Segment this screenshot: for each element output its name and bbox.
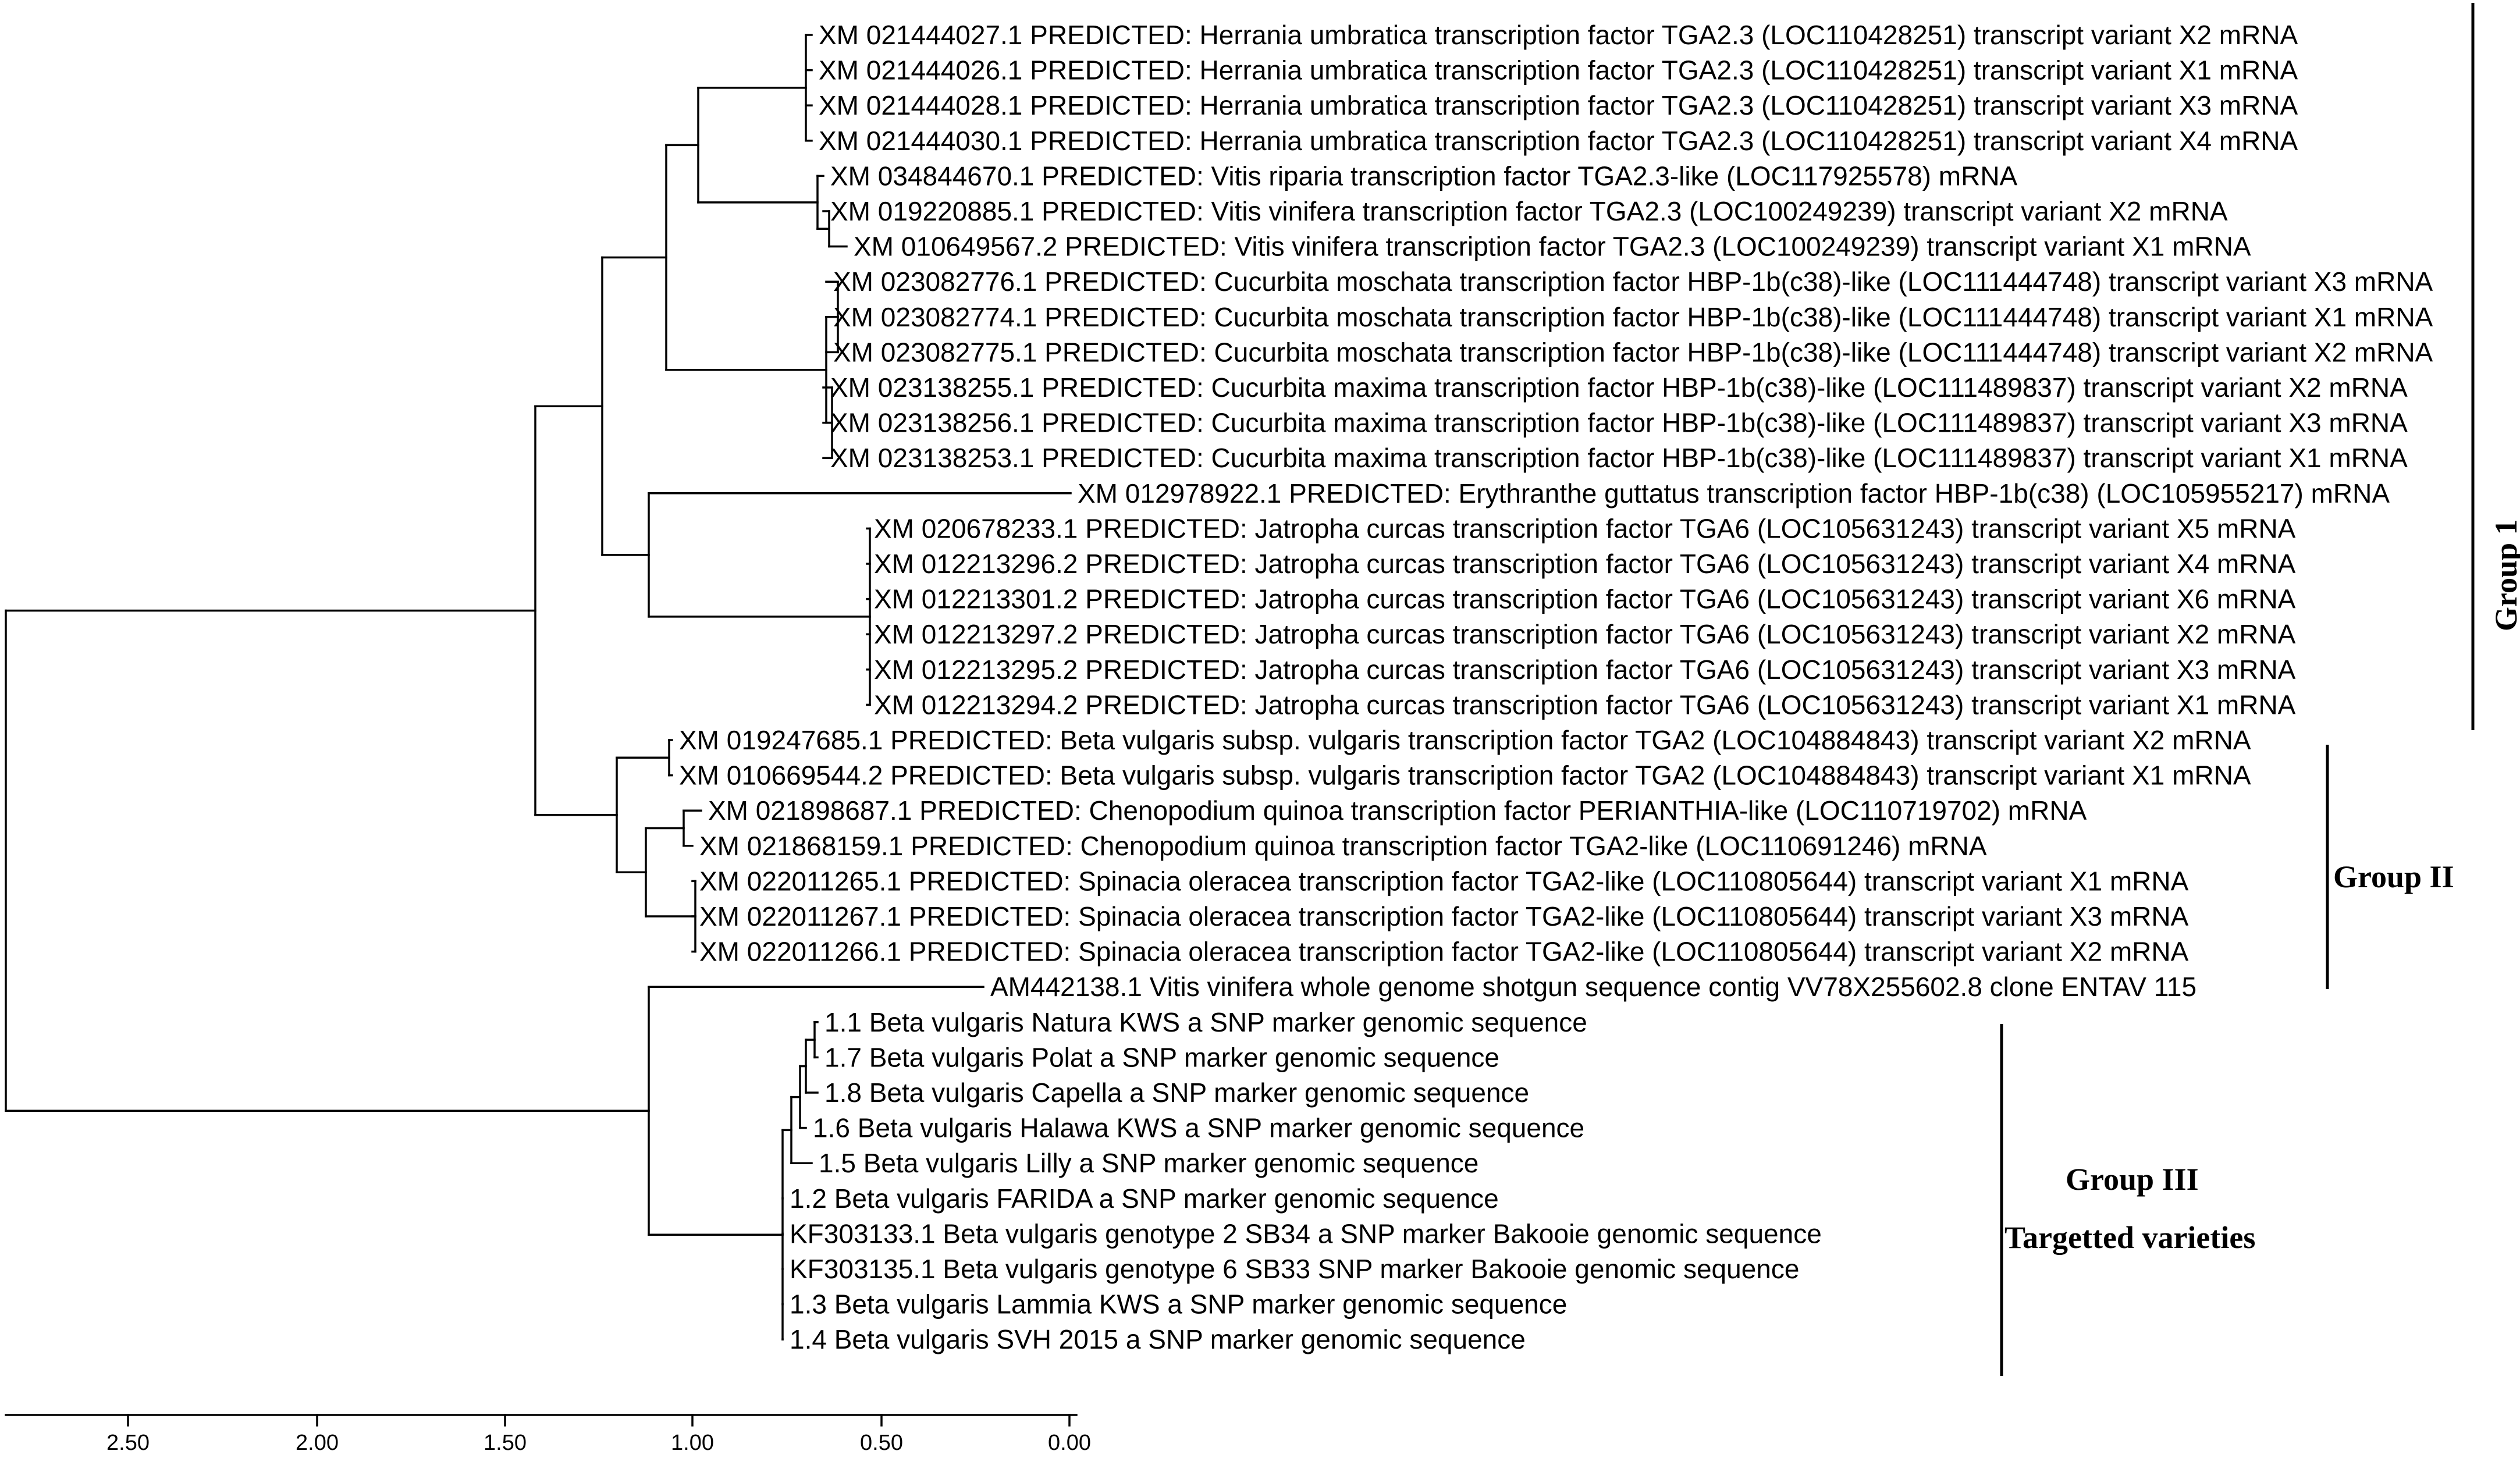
- scale-tick-label: 0.50: [860, 1431, 903, 1455]
- scale-tick-label: 0.00: [1048, 1431, 1091, 1455]
- leaf-label-21: XM 019247685.1 PREDICTED: Beta vulgaris …: [679, 725, 2251, 755]
- leaf-label-16: XM 012213296.2 PREDICTED: Jatropha curca…: [874, 549, 2296, 579]
- leaf-label-30: 1.7 Beta vulgaris Polat a SNP marker gen…: [824, 1042, 1499, 1072]
- leaf-label-33: 1.5 Beta vulgaris Lilly a SNP marker gen…: [819, 1148, 1478, 1178]
- leaf-label-26: XM 022011267.1 PREDICTED: Spinacia olera…: [699, 901, 2189, 931]
- leaf-label-5: XM 034844670.1 PREDICTED: Vitis riparia …: [830, 161, 2018, 191]
- leaf-label-31: 1.8 Beta vulgaris Capella a SNP marker g…: [824, 1078, 1529, 1108]
- tree-branches: [5, 34, 1072, 1340]
- group-3-sublabel: Targetted varieties: [2004, 1220, 2255, 1255]
- leaf-label-19: XM 012213295.2 PREDICTED: Jatropha curca…: [874, 655, 2296, 685]
- scale-tick-label: 1.50: [484, 1431, 527, 1455]
- leaf-label-10: XM 023082775.1 PREDICTED: Cucurbita mosc…: [833, 337, 2433, 367]
- leaf-label-13: XM 023138253.1 PREDICTED: Cucurbita maxi…: [830, 443, 2408, 473]
- leaf-label-12: XM 023138256.1 PREDICTED: Cucurbita maxi…: [830, 408, 2408, 438]
- group-3-label: Group III: [2066, 1162, 2199, 1197]
- leaf-label-28: AM442138.1 Vitis vinifera whole genome s…: [990, 972, 2196, 1002]
- scale-ticks: 2.50 2.00 1.50 1.00 0.50 0.00: [106, 1414, 1091, 1455]
- leaf-label-1: XM 021444027.1 PREDICTED: Herrania umbra…: [819, 20, 2298, 50]
- leaf-label-2: XM 021444026.1 PREDICTED: Herrania umbra…: [819, 55, 2298, 86]
- leaf-label-11: XM 023138255.1 PREDICTED: Cucurbita maxi…: [830, 372, 2408, 403]
- leaf-label-20: XM 012213294.2 PREDICTED: Jatropha curca…: [874, 689, 2296, 720]
- leaf-label-7: XM 010649567.2 PREDICTED: Vitis vinifera…: [854, 232, 2251, 262]
- leaf-label-34: 1.2 Beta vulgaris FARIDA a SNP marker ge…: [790, 1183, 1499, 1214]
- scale-tick-label: 2.00: [296, 1431, 339, 1455]
- leaf-label-35: KF303133.1 Beta vulgaris genotype 2 SB34…: [790, 1218, 1822, 1249]
- leaf-label-38: 1.4 Beta vulgaris SVH 2015 a SNP marker …: [790, 1324, 1526, 1354]
- leaf-label-3: XM 021444028.1 PREDICTED: Herrania umbra…: [819, 90, 2298, 120]
- leaf-label-18: XM 012213297.2 PREDICTED: Jatropha curca…: [874, 619, 2296, 649]
- group-2-label: Group II: [2333, 859, 2454, 894]
- group-1-label: Group 1: [2489, 519, 2520, 631]
- leaf-label-6: XM 019220885.1 PREDICTED: Vitis vinifera…: [830, 196, 2228, 226]
- leaf-label-4: XM 021444030.1 PREDICTED: Herrania umbra…: [819, 126, 2298, 156]
- scale-tick-label: 2.50: [106, 1431, 150, 1455]
- leaf-label-22: XM 010669544.2 PREDICTED: Beta vulgaris …: [679, 760, 2251, 791]
- leaf-label-9: XM 023082774.1 PREDICTED: Cucurbita mosc…: [833, 302, 2433, 332]
- leaf-label-17: XM 012213301.2 PREDICTED: Jatropha curca…: [874, 584, 2296, 614]
- leaf-label-25: XM 022011265.1 PREDICTED: Spinacia olera…: [699, 866, 2189, 896]
- scale-tick-label: 1.00: [671, 1431, 714, 1455]
- leaf-label-32: 1.6 Beta vulgaris Halawa KWS a SNP marke…: [813, 1113, 1584, 1143]
- leaf-label-23: XM 021898687.1 PREDICTED: Chenopodium qu…: [708, 795, 2087, 826]
- leaf-label-24: XM 021868159.1 PREDICTED: Chenopodium qu…: [699, 831, 1987, 861]
- leaf-label-27: XM 022011266.1 PREDICTED: Spinacia olera…: [699, 937, 2189, 967]
- scale-axis: 2.50 2.00 1.50 1.00 0.50 0.00: [5, 1414, 1091, 1455]
- leaf-label-15: XM 020678233.1 PREDICTED: Jatropha curca…: [874, 513, 2296, 543]
- leaf-label-37: 1.3 Beta vulgaris Lammia KWS a SNP marke…: [790, 1289, 1567, 1320]
- leaf-label-36: KF303135.1 Beta vulgaris genotype 6 SB33…: [790, 1254, 1799, 1284]
- leaf-labels: XM 021444027.1 PREDICTED: Herrania umbra…: [679, 20, 2433, 1354]
- leaf-label-29: 1.1 Beta vulgaris Natura KWS a SNP marke…: [824, 1007, 1587, 1037]
- leaf-label-14: XM 012978922.1 PREDICTED: Erythranthe gu…: [1078, 478, 2390, 508]
- leaf-label-8: XM 023082776.1 PREDICTED: Cucurbita mosc…: [833, 266, 2433, 297]
